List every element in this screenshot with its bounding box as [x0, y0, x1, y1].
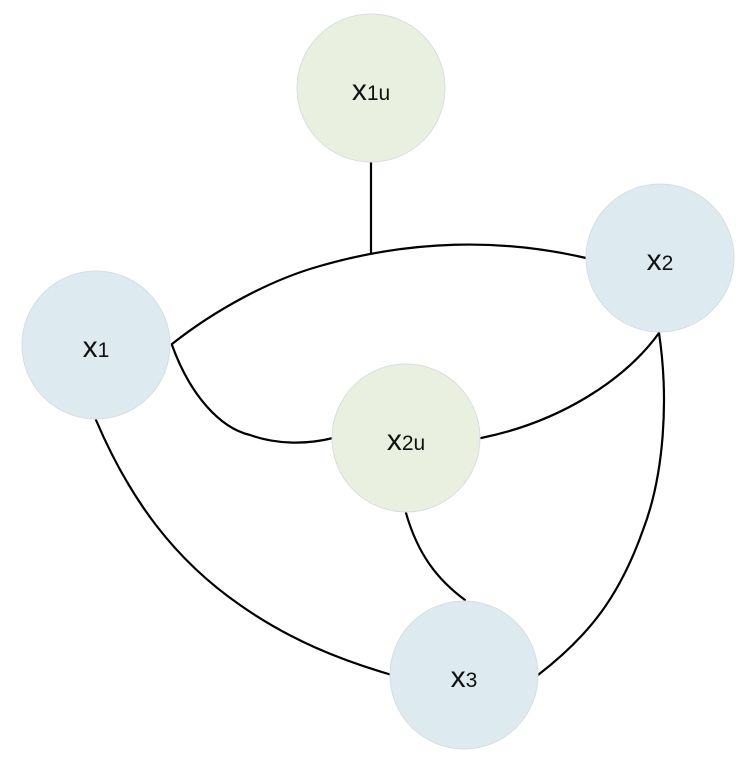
edge-x2u-x2 — [479, 331, 661, 440]
edge-x2-x3 — [536, 331, 666, 677]
node-x1[interactable]: x1 — [21, 270, 171, 420]
node-x2[interactable]: x2 — [585, 183, 735, 333]
edge-x1-x2 — [170, 243, 588, 346]
node-label-x1: x1 — [83, 331, 110, 364]
node-x3[interactable]: x3 — [389, 600, 539, 750]
edges — [94, 161, 666, 677]
node-circle-x1u — [296, 13, 446, 163]
node-circle-x2 — [585, 183, 735, 333]
node-label-x3: x3 — [451, 661, 478, 694]
node-label-x2: x2 — [647, 244, 674, 277]
node-x2u[interactable]: x2u — [331, 363, 481, 513]
edge-x2u-x3 — [404, 511, 467, 602]
node-circle-x1 — [21, 270, 171, 420]
edge-x1-x2u — [170, 343, 335, 444]
node-circle-x2u — [331, 363, 481, 513]
node-x1u[interactable]: x1u — [296, 13, 446, 163]
node-circle-x3 — [389, 600, 539, 750]
node-label-x2u: x2u — [387, 424, 425, 457]
edge-x1-x3 — [94, 418, 394, 677]
node-label-x1u: x1u — [352, 74, 390, 107]
